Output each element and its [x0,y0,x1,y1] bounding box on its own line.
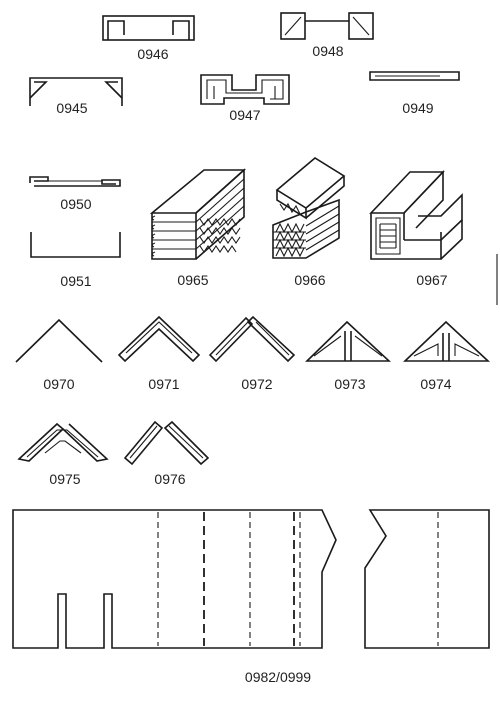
profile-0970[interactable]: 0970 [15,318,103,392]
profile-label-0971: 0971 [148,376,179,392]
profile-0975[interactable]: 0975 [17,422,109,487]
profile-label-0975: 0975 [49,471,80,487]
profile-label-0946: 0946 [137,46,168,62]
profile-label-0974: 0974 [420,376,451,392]
profile-0949[interactable]: 0949 [369,71,460,116]
profile-0966[interactable]: 0966 [272,157,346,288]
profile-0965[interactable]: 0965 [149,168,247,288]
profile-0946[interactable]: 0946 [102,15,195,62]
profile-label-0965: 0965 [177,272,208,288]
profile-label-0973: 0973 [334,376,365,392]
profile-0971[interactable]: 0971 [117,315,201,392]
profile-0974[interactable]: 0974 [402,320,491,392]
profile-label-0982-0999: 0982/0999 [245,669,311,685]
profile-0976[interactable]: 0976 [123,420,210,487]
profile-label-0949: 0949 [402,100,433,116]
profile-0967[interactable]: 0967 [369,169,463,288]
profile-0972[interactable]: 0972 [208,315,296,392]
profile-label-0967: 0967 [416,272,447,288]
profile-label-0947: 0947 [229,107,260,123]
profile-label-0976: 0976 [154,471,185,487]
profile-label-0970: 0970 [43,376,74,392]
profile-0951[interactable]: 0951 [30,232,121,289]
blank-layout-left [12,509,337,649]
profile-label-0966: 0966 [294,272,325,288]
profile-0950[interactable]: 0950 [29,176,121,212]
profile-0945[interactable]: 0945 [29,77,123,116]
profile-label-0948: 0948 [312,43,343,59]
profile-label-0951: 0951 [60,273,91,289]
profile-label-0945: 0945 [56,100,87,116]
profile-0982-0999[interactable]: 0982/0999 [12,509,490,685]
profile-0973[interactable]: 0973 [305,320,392,392]
profile-0948[interactable]: 0948 [280,12,374,59]
blank-layout-right [364,509,490,649]
profile-label-0950: 0950 [60,196,91,212]
profile-0947[interactable]: 0947 [200,74,290,123]
profile-label-0972: 0972 [241,376,272,392]
